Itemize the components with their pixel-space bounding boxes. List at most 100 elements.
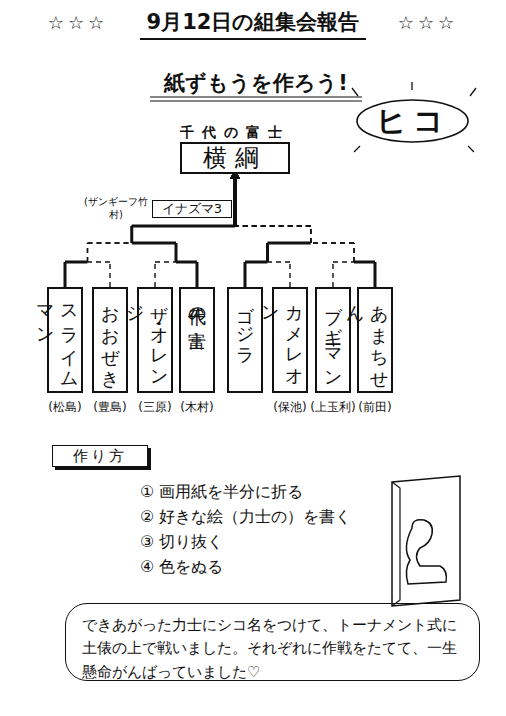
connector-segment [132,242,176,243]
connector-segment [64,262,67,287]
connector-segment [311,242,354,243]
connector-segment [155,261,176,262]
bracket-connector [235,174,375,287]
connector-segment [310,226,311,243]
connector-segment [154,262,155,287]
step-text: ③ 切り抜く [140,532,380,552]
subtitle-underline [150,97,362,101]
connector-segment [234,174,237,226]
connector-segment [234,174,237,226]
connector-segment [234,174,237,226]
connector-segment [196,262,199,287]
connector-segment [244,262,247,287]
champion-box: 千代の富士横綱 [180,142,290,174]
node-text: あまちせん [343,293,391,391]
connector-segment [176,261,197,264]
report-note: できあがった力士にシコ名をつけて、トーナメント式に土俵の上で戦いました。それぞれ… [65,603,480,681]
section-heading-box: 作り方 [52,445,148,467]
node-text: ヒコ [376,101,450,142]
bracket-connector [235,174,311,287]
bracket-connector [65,174,235,287]
connector-segment [130,226,133,243]
bracket-connector [235,174,354,287]
node-heading: 千代の富士 [162,124,308,142]
referee-name: (ザンギーフ竹村) [80,196,152,221]
connector-segment [87,243,88,262]
paper-fold [392,482,400,606]
connector-segment [333,261,354,262]
node-text: ザ・オレンジ [123,293,171,391]
connector-segment [132,242,176,245]
connector-segment [353,243,354,262]
node-text: 横綱 [203,142,267,174]
referee-box: イナズマ3 [152,200,232,218]
connector-segment [268,261,291,262]
wrestler-box: ゴジラ [227,287,263,393]
star-decoration: ☆☆☆ [28,12,128,35]
node-text: できあがった力士にシコ名をつけて、トーナメント式に土俵の上で戦いました。それぞれ… [82,616,457,681]
connector-segment [132,225,235,226]
connector-segment [234,174,237,226]
connector-segment [268,242,311,243]
connector-segment [332,262,333,287]
connector-segment [234,174,237,226]
wrestler-box: あまちせん [357,287,393,393]
node-text: スライムマン [33,293,81,391]
connector-segment [235,225,311,226]
connector-segment [131,226,132,243]
player-name: (松島) [37,400,93,415]
player-name: (三原) [127,400,183,415]
connector-segment [132,225,235,226]
wrestler-box: おおぜき [92,287,128,393]
step-text: ① 画用紙を半分に折る [140,482,380,502]
node-text: ゴジラ [233,293,257,357]
cutout-shape [406,520,446,584]
connector-segment [109,262,110,287]
connector-segment [354,261,375,264]
connector-segment [311,242,354,243]
star-decoration: ☆☆☆ [378,12,478,35]
wrestler-box: 千代の富士 [179,287,215,393]
connector-segment [310,226,311,243]
bracket-connector [88,174,236,287]
bracket-connector [235,174,311,287]
bracket-connector [132,174,235,287]
connector-segment [310,226,311,243]
player-name: (上玉利) [302,400,364,415]
connector-segment [266,243,269,262]
connector-segment [268,242,311,245]
step-text: ② 好きな絵（力士の）を書く [140,507,380,527]
connector-segment [65,261,88,264]
player-name: (木村) [169,400,225,415]
connector-segment [175,243,178,262]
player-name: (豊島) [82,400,138,415]
player-name: (前田) [347,400,403,415]
connector-segment [175,243,176,262]
connector-segment [131,226,132,243]
connector-segment [267,243,268,262]
connector-segment [374,262,377,287]
sparkle-lines [352,82,476,152]
nickname-badge: ヒコ [355,98,470,144]
connector-segment [245,261,268,264]
connector-segment [235,225,311,226]
connector-segment [88,261,111,262]
node-text: イナズマ3 [162,200,222,218]
connector-segment [234,174,237,226]
player-name: (保池) [262,400,318,415]
bracket-connector [132,174,235,287]
connector-segment [88,242,132,243]
connector-segment [132,225,235,226]
wrestler-box: カメレオン [272,287,308,393]
subtitle: 紙ずもうを作ろう! [150,70,362,96]
connector-segment [132,225,235,228]
node-text: カメレオン [258,293,306,391]
node-text: 千代の富士 [185,293,209,319]
paper-sheet [392,476,460,606]
connector-segment [88,242,132,243]
connector-segment [87,243,88,262]
wrestler-box: スライムマン [47,287,83,393]
connector-segment [234,174,237,226]
node-text: 作り方 [73,447,127,466]
step-text: ④ 色をぬる [140,557,380,577]
